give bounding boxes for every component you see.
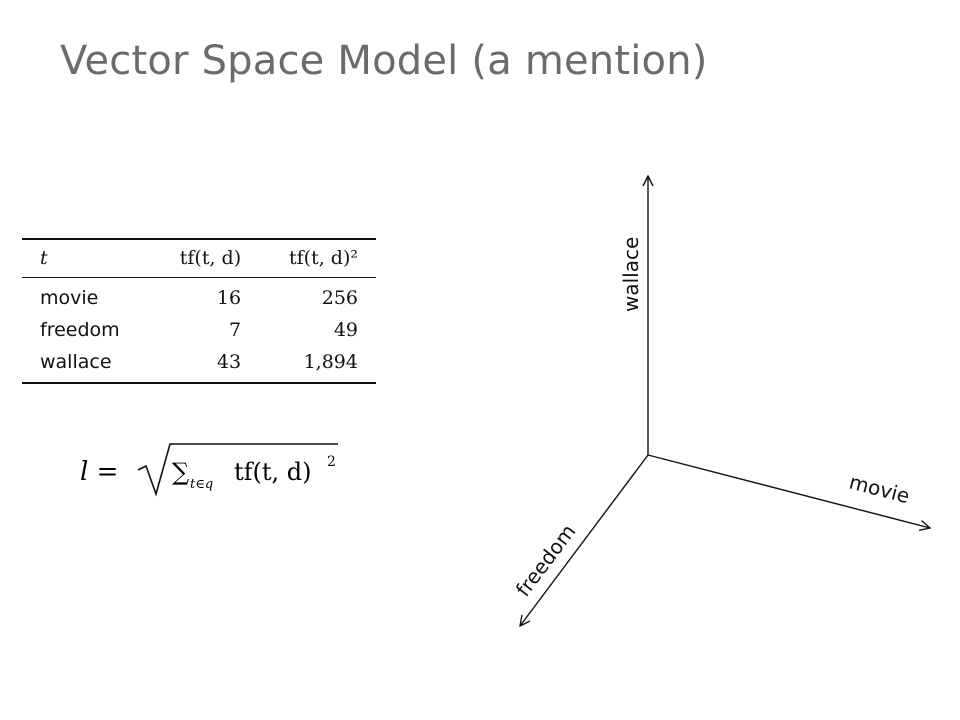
vector-space-axes: wallace movie freedom — [480, 160, 950, 640]
freedom-axis — [520, 454, 649, 626]
column-header-term: t — [40, 247, 48, 269]
term-cell: movie — [40, 287, 99, 309]
wallace-axis-label: wallace — [619, 237, 643, 312]
formula-body: tf(t, d) — [234, 458, 312, 486]
column-header-tf-squared: tf(t, d)² — [289, 247, 358, 269]
movie-axis-label: movie — [847, 470, 912, 509]
table-row: freedom 7 49 — [22, 314, 376, 346]
tf-squared-cell: 256 — [321, 287, 358, 309]
tf-cell: 16 — [216, 287, 242, 309]
term-cell: wallace — [40, 351, 112, 373]
table-header-row: t tf(t, d) tf(t, d)² — [22, 239, 376, 278]
slide-title: Vector Space Model (a mention) — [60, 38, 708, 84]
table-row: wallace 43 1,894 — [22, 346, 376, 383]
table-row: movie 16 256 — [22, 278, 376, 315]
tf-squared-cell: 49 — [333, 319, 358, 341]
square-root-sign — [137, 443, 338, 497]
tf-cell: 7 — [229, 319, 242, 341]
formula-lhs: l = — [80, 457, 118, 487]
vector-length-formula: l = ∑ t∈q tf(t, d) 2 — [80, 436, 360, 506]
summation-symbol: ∑ — [172, 458, 189, 486]
summation-subscript: t∈q — [190, 477, 213, 492]
term-cell: freedom — [40, 319, 120, 341]
formula-exponent: 2 — [327, 454, 336, 470]
term-frequency-table: t tf(t, d) tf(t, d)² movie 16 256 freedo… — [22, 238, 376, 384]
tf-cell: 43 — [216, 351, 242, 373]
movie-axis — [647, 454, 930, 528]
column-header-tf: tf(t, d) — [179, 247, 242, 269]
tf-squared-cell: 1,894 — [303, 351, 358, 373]
